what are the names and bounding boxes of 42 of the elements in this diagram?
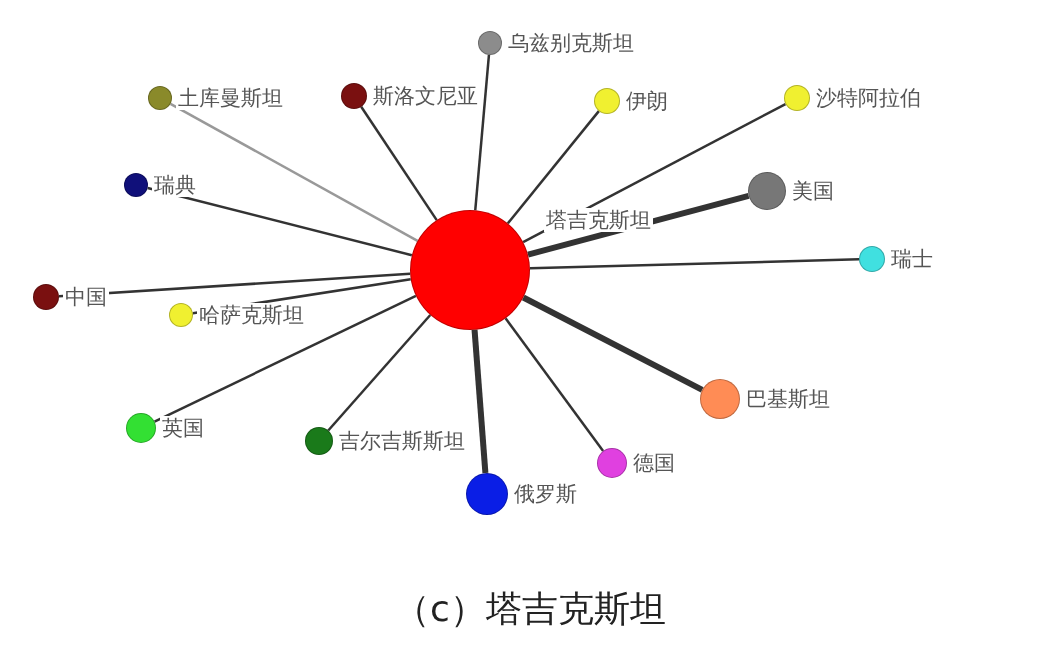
- node-circle: [478, 31, 502, 55]
- node-circle: [169, 303, 193, 327]
- country-label: 土库曼斯坦: [176, 86, 285, 110]
- country-label: 瑞士: [889, 247, 935, 271]
- node-circle: [597, 448, 627, 478]
- connector-line: [529, 258, 860, 270]
- connector-line: [527, 193, 750, 258]
- caption: （c）塔吉克斯坦: [394, 587, 666, 631]
- country-label: 沙特阿拉伯: [814, 86, 923, 110]
- connector-line: [169, 102, 419, 242]
- country-label: 哈萨克斯坦: [197, 303, 306, 327]
- connector-line: [474, 54, 491, 211]
- country-label: 塔吉克斯坦: [544, 208, 653, 232]
- node-circle: [148, 86, 172, 110]
- node-circle: [341, 83, 367, 109]
- node-circle: [305, 427, 333, 455]
- node-circle: [859, 246, 885, 272]
- connector-line: [327, 314, 432, 432]
- node-circle: [126, 413, 156, 443]
- connector-line: [471, 329, 489, 474]
- connector-line: [521, 294, 704, 393]
- node-circle: [700, 379, 740, 419]
- country-label: 乌兹别克斯坦: [506, 31, 636, 55]
- country-label: 瑞典: [152, 173, 198, 197]
- country-label: 吉尔吉斯斯坦: [337, 429, 467, 453]
- node-circle: [124, 173, 148, 197]
- node-circle: [594, 88, 620, 114]
- country-label: 斯洛文尼亚: [371, 84, 480, 108]
- connector-line: [153, 294, 417, 423]
- connector-line: [147, 186, 413, 257]
- connector-line: [506, 110, 600, 225]
- country-label: 中国: [63, 285, 109, 309]
- node-circle: [410, 210, 530, 330]
- country-label: 巴基斯坦: [744, 387, 832, 411]
- node-circle: [33, 284, 59, 310]
- connector-line: [504, 317, 605, 452]
- connector-line: [360, 106, 438, 221]
- node-circle: [748, 172, 786, 210]
- node-circle: [466, 473, 508, 515]
- node-circle: [784, 85, 810, 111]
- country-label: 伊朗: [624, 89, 670, 113]
- country-label: 俄罗斯: [512, 482, 579, 506]
